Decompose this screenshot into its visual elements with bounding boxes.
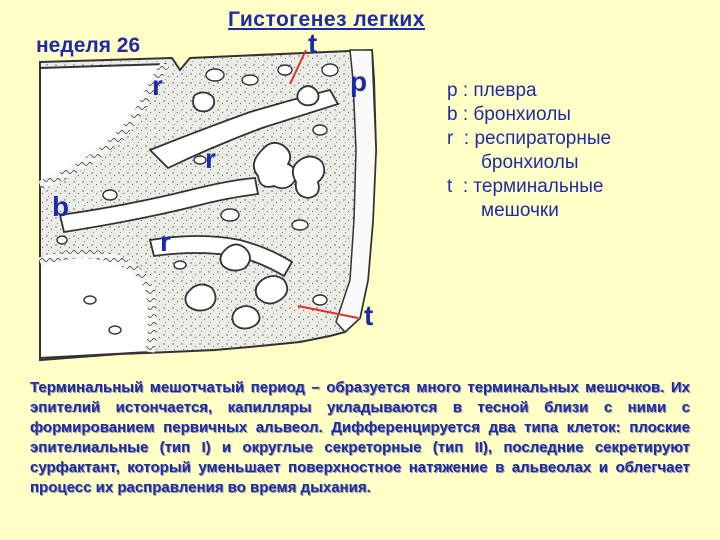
label-b: b	[52, 191, 70, 222]
label-p: p	[350, 66, 368, 97]
legend-item-r: r : респираторные	[447, 128, 612, 149]
terminal-sacs	[184, 85, 326, 330]
legend-item-t: t : терминальные	[447, 176, 604, 197]
respiratory-bronchiole-lower	[148, 235, 294, 278]
label-t-bottom: t	[364, 300, 374, 331]
legend-item-r-continuation: бронхиолы	[481, 152, 579, 173]
pleura	[335, 49, 377, 334]
capillaries	[56, 63, 339, 335]
week-label: неделя 26	[36, 34, 141, 57]
description-text: Терминальный мешотчатый период – образуе…	[30, 378, 690, 498]
legend-item-t-continuation: мешочки	[481, 200, 559, 221]
legend: p : плевра b : бронхиолы r : респираторн…	[447, 79, 611, 223]
label-r-upper-left: r	[152, 70, 163, 101]
legend-item-b: b : бронхиолы	[447, 104, 571, 125]
pointer-line-top	[289, 49, 307, 85]
label-r-middle: r	[205, 143, 216, 174]
page-title: Гистогенез легких	[228, 8, 425, 31]
respiratory-bronchiole-middle	[58, 177, 260, 234]
label-r-lower: r	[160, 226, 171, 257]
respiratory-bronchiole-upper	[148, 88, 340, 170]
legend-item-p: p : плевра	[447, 80, 537, 101]
pointer-line-bottom	[297, 305, 359, 319]
description-paragraph: Терминальный мешотчатый период – образуе…	[30, 379, 690, 496]
label-t-top: t	[308, 28, 318, 59]
